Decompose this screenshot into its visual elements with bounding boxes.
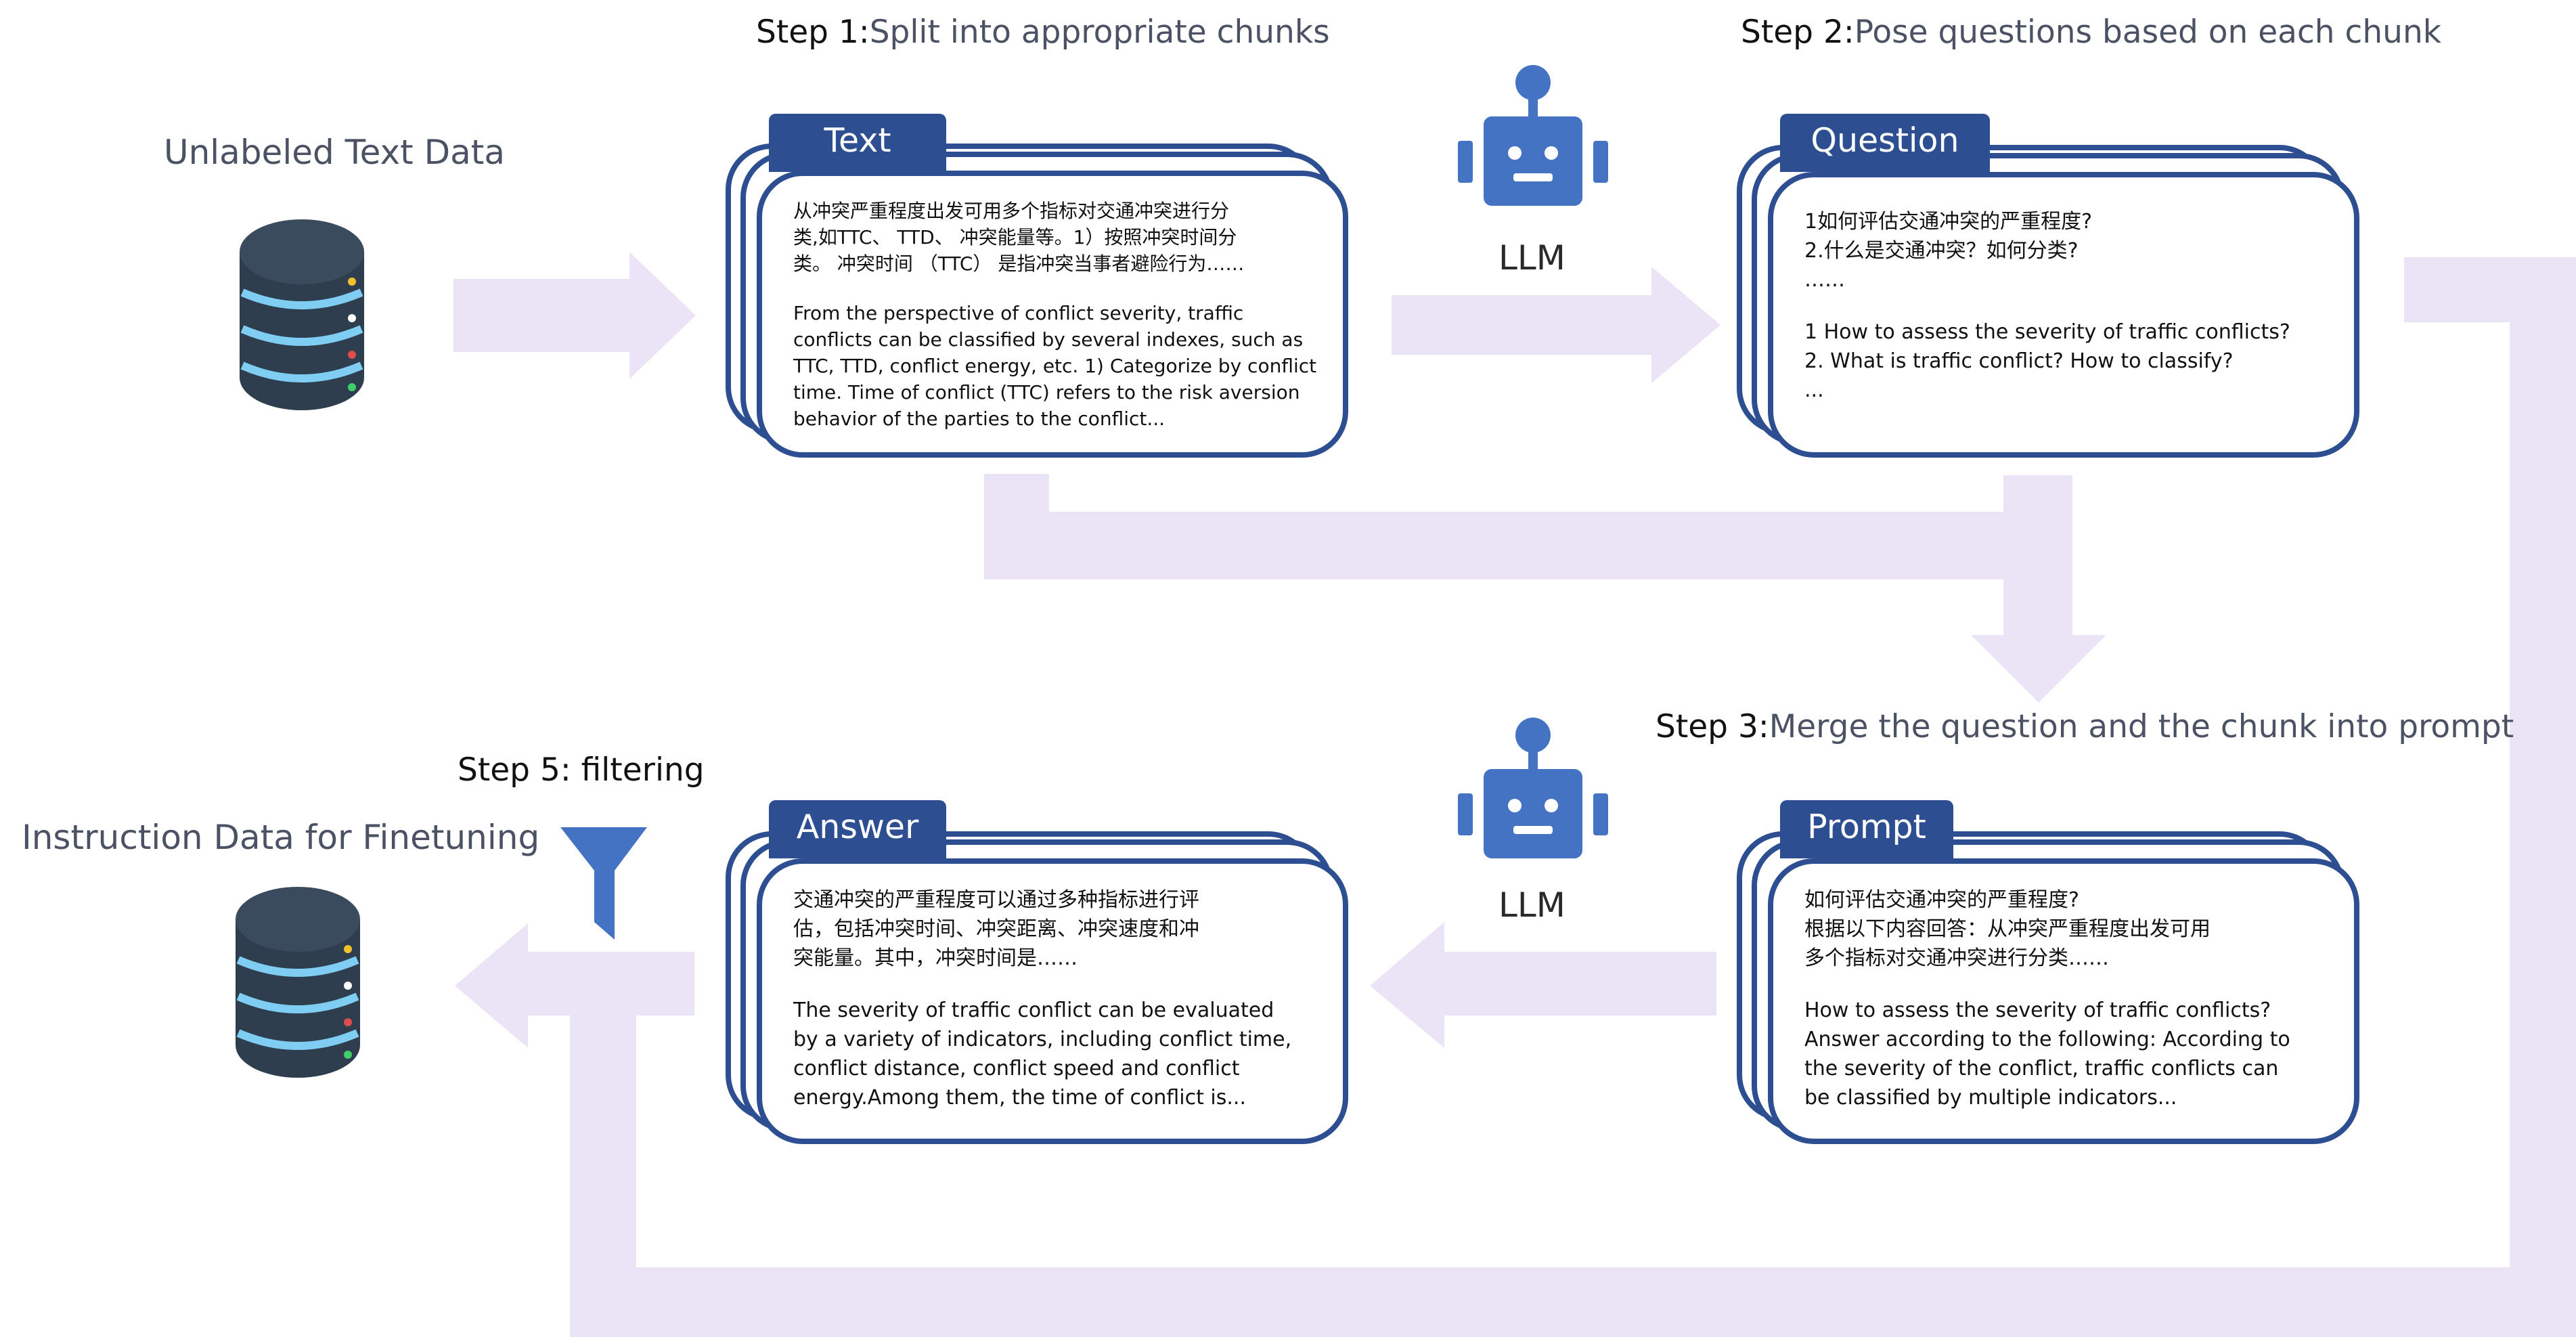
text-line: time. Time of conflict (TTC) refers to t… (793, 381, 1300, 403)
unlabeled-text-data-label: Unlabeled Text Data (164, 133, 506, 172)
instruction-data-label: Instruction Data for Finetuning (22, 818, 540, 857)
text-line: 从冲突严重程度出发可用多个指标对交通冲突进行分 (793, 200, 1230, 222)
arrow-merge-to-prompt (984, 474, 2106, 703)
text-line: 类,如TTC、 TTD、 冲突能量等。1）按照冲突时间分 (793, 226, 1237, 248)
text-line: conflicts can be classified by several i… (793, 328, 1304, 351)
step1-text: Split into appropriate chunks (869, 14, 1330, 51)
step5-label: Step 5: filtering (458, 751, 705, 789)
prompt-line: be classified by multiple indicators... (1804, 1086, 2177, 1110)
question-card-tab: Question (1780, 114, 1990, 172)
answer-line: energy.Among them, the time of conflict … (793, 1086, 1247, 1110)
robot-icon-bottom (1458, 718, 1608, 858)
text-line: behavior of the parties to the conflict.… (793, 408, 1165, 430)
text-card: Text 从冲突严重程度出发可用多个指标对交通冲突进行分 类,如TTC、 TTD… (726, 114, 1348, 459)
prompt-line: the severity of the conflict, traffic co… (1804, 1057, 2279, 1080)
text-line: 类。 冲突时间 （TTC） 是指冲突当事者避险行为…… (793, 253, 1245, 275)
arrow-prompt-to-answer (1370, 922, 1716, 1048)
arrow-llm-to-question (1392, 267, 1720, 383)
answer-card-content: 交通冲突的严重程度可以通过多种指标进行评 估，包括冲突时间、冲突距离、冲突速度和… (793, 885, 1291, 1112)
answer-line: 突能量。其中，冲突时间是…… (793, 946, 1078, 970)
step2-label: Step 2: (1741, 14, 1855, 51)
step3-label: Step 3: (1656, 708, 1769, 745)
database-icon (240, 219, 364, 410)
step5-title: Step 5: filtering (458, 751, 705, 789)
prompt-card: Prompt 如何评估交通冲突的严重程度? 根据以下内容回答：从冲突严重程度出发… (1737, 800, 2359, 1145)
llm-label-bottom: LLM (1498, 885, 1565, 925)
question-line: 2. What is traffic conflict? How to clas… (1804, 349, 2234, 373)
answer-card-tab: Answer (769, 800, 946, 858)
prompt-line: 多个指标对交通冲突进行分类…… (1804, 946, 2109, 970)
answer-line: 估，包括冲突时间、冲突距离、冲突速度和冲 (793, 917, 1199, 941)
question-card: Question 1如何评估交通冲突的严重程度? 2.什么是交通冲突？如何分类?… (1737, 114, 2359, 459)
answer-line: conflict distance, conflict speed and co… (793, 1057, 1240, 1080)
prompt-line: Answer according to the following: Accor… (1804, 1028, 2290, 1051)
question-line: ... (1804, 378, 1824, 402)
prompt-card-content: 如何评估交通冲突的严重程度? 根据以下内容回答：从冲突严重程度出发可用 多个指标… (1804, 885, 2290, 1112)
answer-card: Answer 交通冲突的严重程度可以通过多种指标进行评 估，包括冲突时间、冲突距… (726, 800, 1348, 1145)
answer-line: by a variety of indicators, including co… (793, 1028, 1292, 1051)
question-line: 1 How to assess the severity of traffic … (1804, 320, 2290, 344)
arrow-answer-to-db (455, 923, 694, 1048)
step3-title: Step 3:Merge the question and the chunk … (1656, 708, 2514, 745)
question-line: …… (1804, 268, 1845, 292)
step2-text: Pose questions based on each chunk (1854, 14, 2441, 51)
question-line: 2.什么是交通冲突？如何分类? (1804, 239, 2079, 263)
text-line: From the perspective of conflict severit… (793, 302, 1244, 324)
question-line: 1如何评估交通冲突的严重程度? (1804, 210, 2093, 234)
step1-label: Step 1: (756, 14, 870, 51)
prompt-card-tab: Prompt (1780, 800, 1953, 858)
step1-title: Step 1:Split into appropriate chunks (756, 14, 1330, 51)
step3-text: Merge the question and the chunk into pr… (1769, 708, 2514, 745)
robot-icon (1458, 65, 1608, 206)
prompt-line: 如何评估交通冲突的严重程度? (1804, 888, 2079, 912)
step2-title: Step 2:Pose questions based on each chun… (1741, 14, 2441, 51)
question-card-content: 1如何评估交通冲突的严重程度? 2.什么是交通冲突？如何分类? …… 1 How… (1804, 207, 2290, 405)
text-card-content: 从冲突严重程度出发可用多个指标对交通冲突进行分 类,如TTC、 TTD、 冲突能… (793, 198, 1316, 432)
arrow-db-to-text (453, 252, 696, 379)
text-line: TTC, TTD, conflict energy, etc. 1) Categ… (793, 355, 1317, 377)
prompt-line: How to assess the severity of traffic co… (1804, 999, 2271, 1022)
text-card-tab: Text (769, 114, 946, 172)
answer-line: 交通冲突的严重程度可以通过多种指标进行评 (793, 888, 1199, 912)
database-icon-bottom (236, 887, 360, 1078)
answer-line: The severity of traffic conflict can be … (793, 999, 1274, 1022)
funnel-filter-icon (560, 827, 647, 940)
prompt-line: 根据以下内容回答：从冲突严重程度出发可用 (1804, 917, 2211, 941)
llm-label-top: LLM (1498, 238, 1565, 278)
